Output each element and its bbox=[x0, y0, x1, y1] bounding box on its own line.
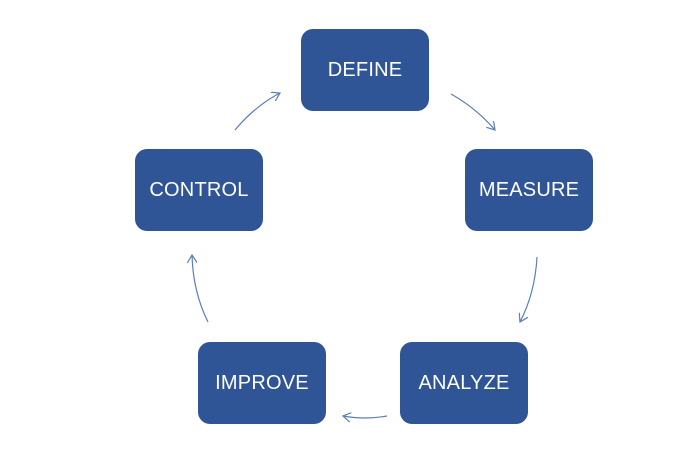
arrow-control-to-define bbox=[234, 93, 280, 131]
improve-step-label: IMPROVE bbox=[215, 371, 309, 394]
arrow-define-to-measure bbox=[450, 93, 495, 130]
arrow-analyze-to-improve bbox=[343, 416, 388, 418]
control-step-box: CONTROL bbox=[135, 149, 263, 231]
define-step-box: DEFINE bbox=[301, 29, 429, 111]
arrow-improve-to-control bbox=[192, 255, 209, 323]
define-step-label: DEFINE bbox=[327, 58, 403, 81]
measure-step-box: MEASURE bbox=[465, 149, 593, 231]
control-step-label: CONTROL bbox=[149, 178, 249, 201]
analyze-step-box: ANALYZE bbox=[400, 342, 528, 424]
improve-step-box: IMPROVE bbox=[198, 342, 326, 424]
measure-step-label: MEASURE bbox=[478, 178, 580, 201]
arrow-measure-to-analyze bbox=[520, 256, 538, 322]
analyze-step-label: ANALYZE bbox=[418, 371, 510, 394]
